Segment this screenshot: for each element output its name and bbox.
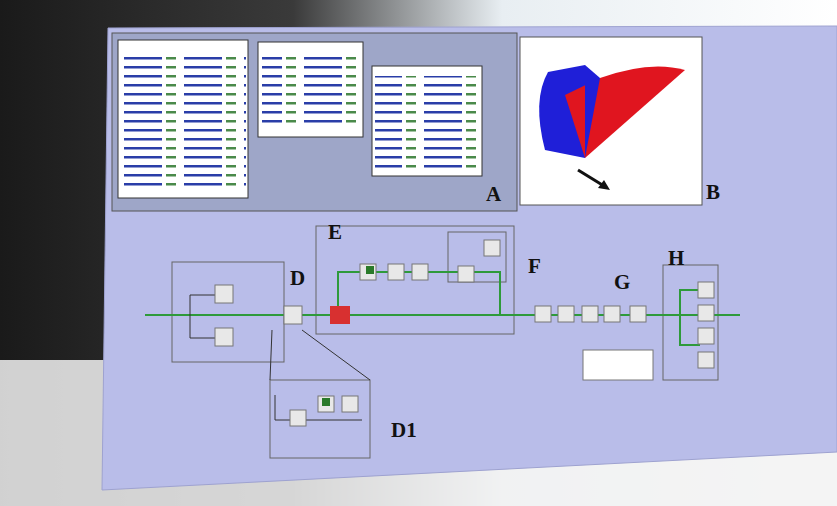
callout-letter: B xyxy=(706,182,720,203)
callout-letter: E xyxy=(328,222,342,243)
callout-letter: A xyxy=(486,184,501,205)
callout-letter: G xyxy=(614,272,630,293)
callout-letter: D xyxy=(290,268,305,289)
callout-letter: F xyxy=(528,256,541,277)
callout-letter: D1 xyxy=(391,420,417,441)
callout-letter: H xyxy=(668,248,684,269)
